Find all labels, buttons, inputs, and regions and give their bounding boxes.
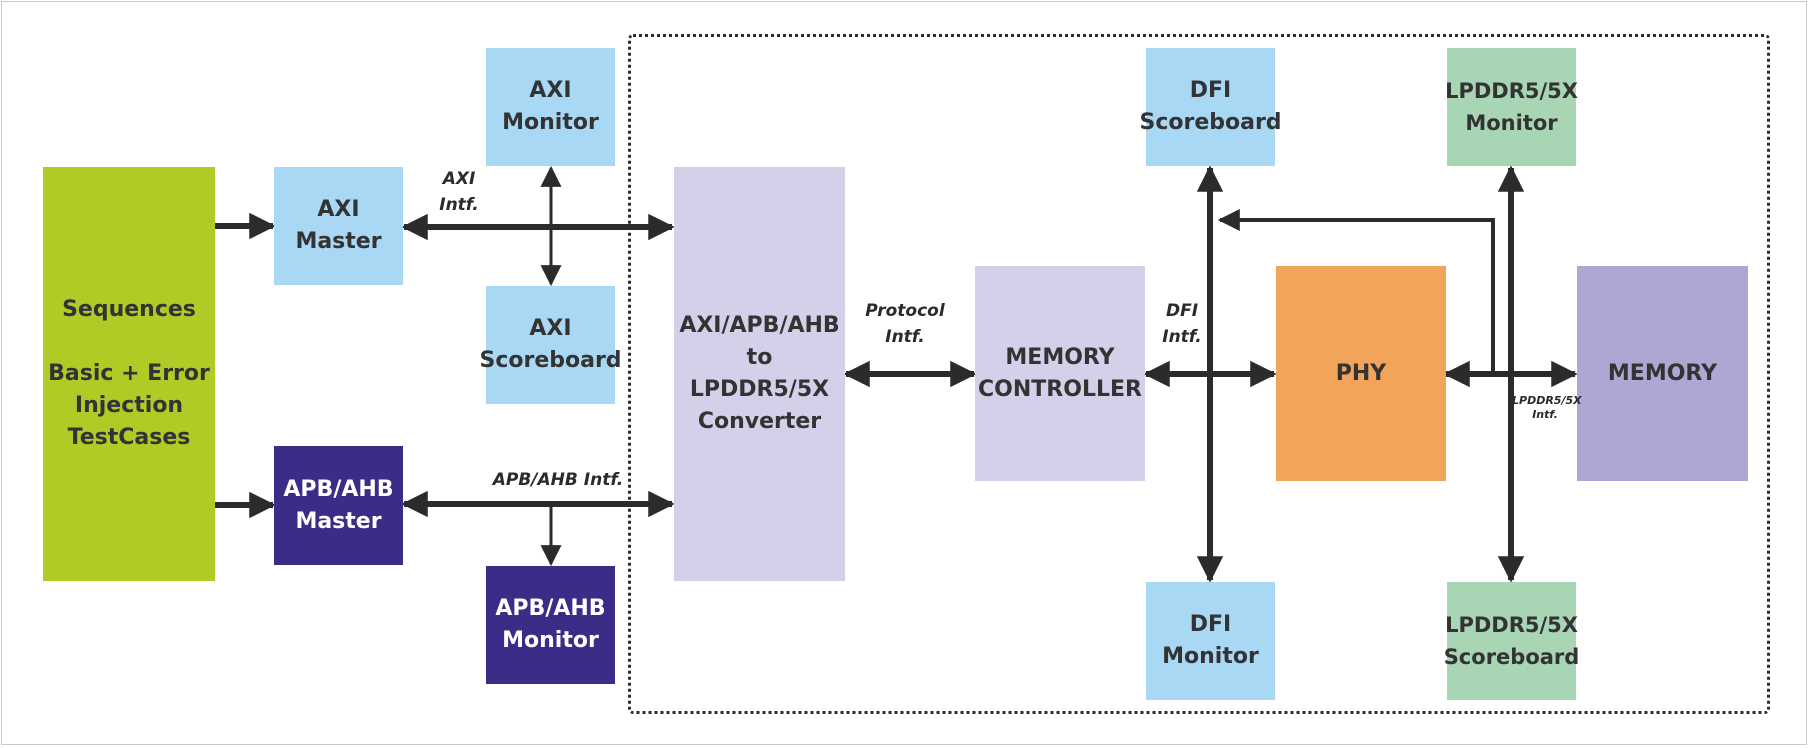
memory-controller-block: MEMORY CONTROLLER xyxy=(975,266,1145,481)
lpddr-scoreboard-line-2: Scoreboard xyxy=(1443,645,1580,669)
dfi-monitor-line-2: Monitor xyxy=(1162,644,1259,669)
axi-monitor-line-1: AXI xyxy=(529,78,572,103)
dfi-scoreboard-line-2: Scoreboard xyxy=(1139,110,1282,135)
converter-line-2: to xyxy=(746,345,773,370)
axi-master-block: AXI Master xyxy=(274,167,403,285)
lpddr-intf-line-2: Intf. xyxy=(1532,408,1558,421)
lpddr-monitor-line-2: Monitor xyxy=(1465,111,1558,135)
protocol-intf-label: Protocol Intf. xyxy=(860,298,950,350)
converter-line-4: Converter xyxy=(697,409,822,434)
protocol-intf-line-2: Intf. xyxy=(885,327,925,347)
memory-controller-line-1: MEMORY xyxy=(1005,344,1115,370)
dfi-monitor-block: DFI Monitor xyxy=(1146,582,1275,700)
memory-controller-line-2: CONTROLLER xyxy=(978,376,1142,402)
dfi-intf-label: DFI Intf. xyxy=(1160,298,1204,350)
apb-ahb-master-line-1: APB/AHB xyxy=(283,476,394,502)
lpddr-monitor-line-1: LPDDR5/5X xyxy=(1445,79,1578,103)
arrow-lpddr-feedback xyxy=(1217,209,1495,374)
phy-block: PHY xyxy=(1276,266,1446,481)
sequences-line-4: TestCases xyxy=(67,425,191,450)
dfi-scoreboard-line-1: DFI xyxy=(1189,78,1232,103)
dfi-monitor-line-1: DFI xyxy=(1189,612,1232,637)
dfi-scoreboard-block: DFI Scoreboard xyxy=(1139,48,1282,166)
axi-scoreboard-line-2: Scoreboard xyxy=(479,348,622,373)
axi-monitor-line-2: Monitor xyxy=(502,110,599,135)
apb-ahb-monitor-line-2: Monitor xyxy=(502,628,599,653)
memory-block: MEMORY xyxy=(1577,266,1748,481)
converter-line-3: LPDDR5/5X xyxy=(689,377,830,402)
lpddr-scoreboard-block: LPDDR5/5X Scoreboard xyxy=(1444,582,1579,700)
lpddr-scoreboard-line-1: LPDDR5/5X xyxy=(1445,613,1578,637)
axi-scoreboard-line-1: AXI xyxy=(529,316,572,341)
axi-scoreboard-block: AXI Scoreboard xyxy=(479,286,622,404)
axi-master-line-1: AXI xyxy=(317,197,360,222)
lpddr-intf-line-1: LPDDR5/5X xyxy=(1512,394,1582,407)
lpddr-monitor-block: LPDDR5/5X Monitor xyxy=(1445,48,1578,166)
axi-monitor-block: AXI Monitor xyxy=(486,48,615,166)
converter-block: AXI/APB/AHB to LPDDR5/5X Converter xyxy=(674,167,845,581)
apb-ahb-monitor-line-1: APB/AHB xyxy=(495,596,606,621)
axi-intf-label: AXI Intf. xyxy=(436,166,482,218)
dfi-intf-line-1: DFI xyxy=(1165,301,1199,321)
dfi-intf-line-2: Intf. xyxy=(1162,327,1202,347)
axi-intf-line-2: Intf. xyxy=(439,195,479,215)
axi-master-line-2: Master xyxy=(295,229,382,254)
apb-ahb-master-line-2: Master xyxy=(295,508,382,534)
dut-boundary xyxy=(628,34,1770,714)
apb-ahb-intf-text: APB/AHB Intf. xyxy=(492,470,624,490)
apb-ahb-monitor-block: APB/AHB Monitor xyxy=(486,566,615,684)
sequences-block: Sequences Basic + Error Injection TestCa… xyxy=(43,167,215,581)
phy-label: PHY xyxy=(1335,360,1387,386)
protocol-intf-line-1: Protocol xyxy=(865,301,945,321)
axi-intf-line-1: AXI xyxy=(442,169,476,189)
memory-label: MEMORY xyxy=(1607,360,1718,386)
lpddr-intf-label: LPDDR5/5X Intf. xyxy=(1512,394,1582,422)
apb-ahb-intf-label: APB/AHB Intf. xyxy=(490,467,626,493)
sequences-line-3: Injection xyxy=(74,393,184,418)
sequences-line-2: Basic + Error xyxy=(48,361,210,386)
apb-ahb-master-block: APB/AHB Master xyxy=(274,446,403,565)
converter-line-1: AXI/APB/AHB xyxy=(679,313,840,338)
sequences-title: Sequences xyxy=(62,297,196,322)
